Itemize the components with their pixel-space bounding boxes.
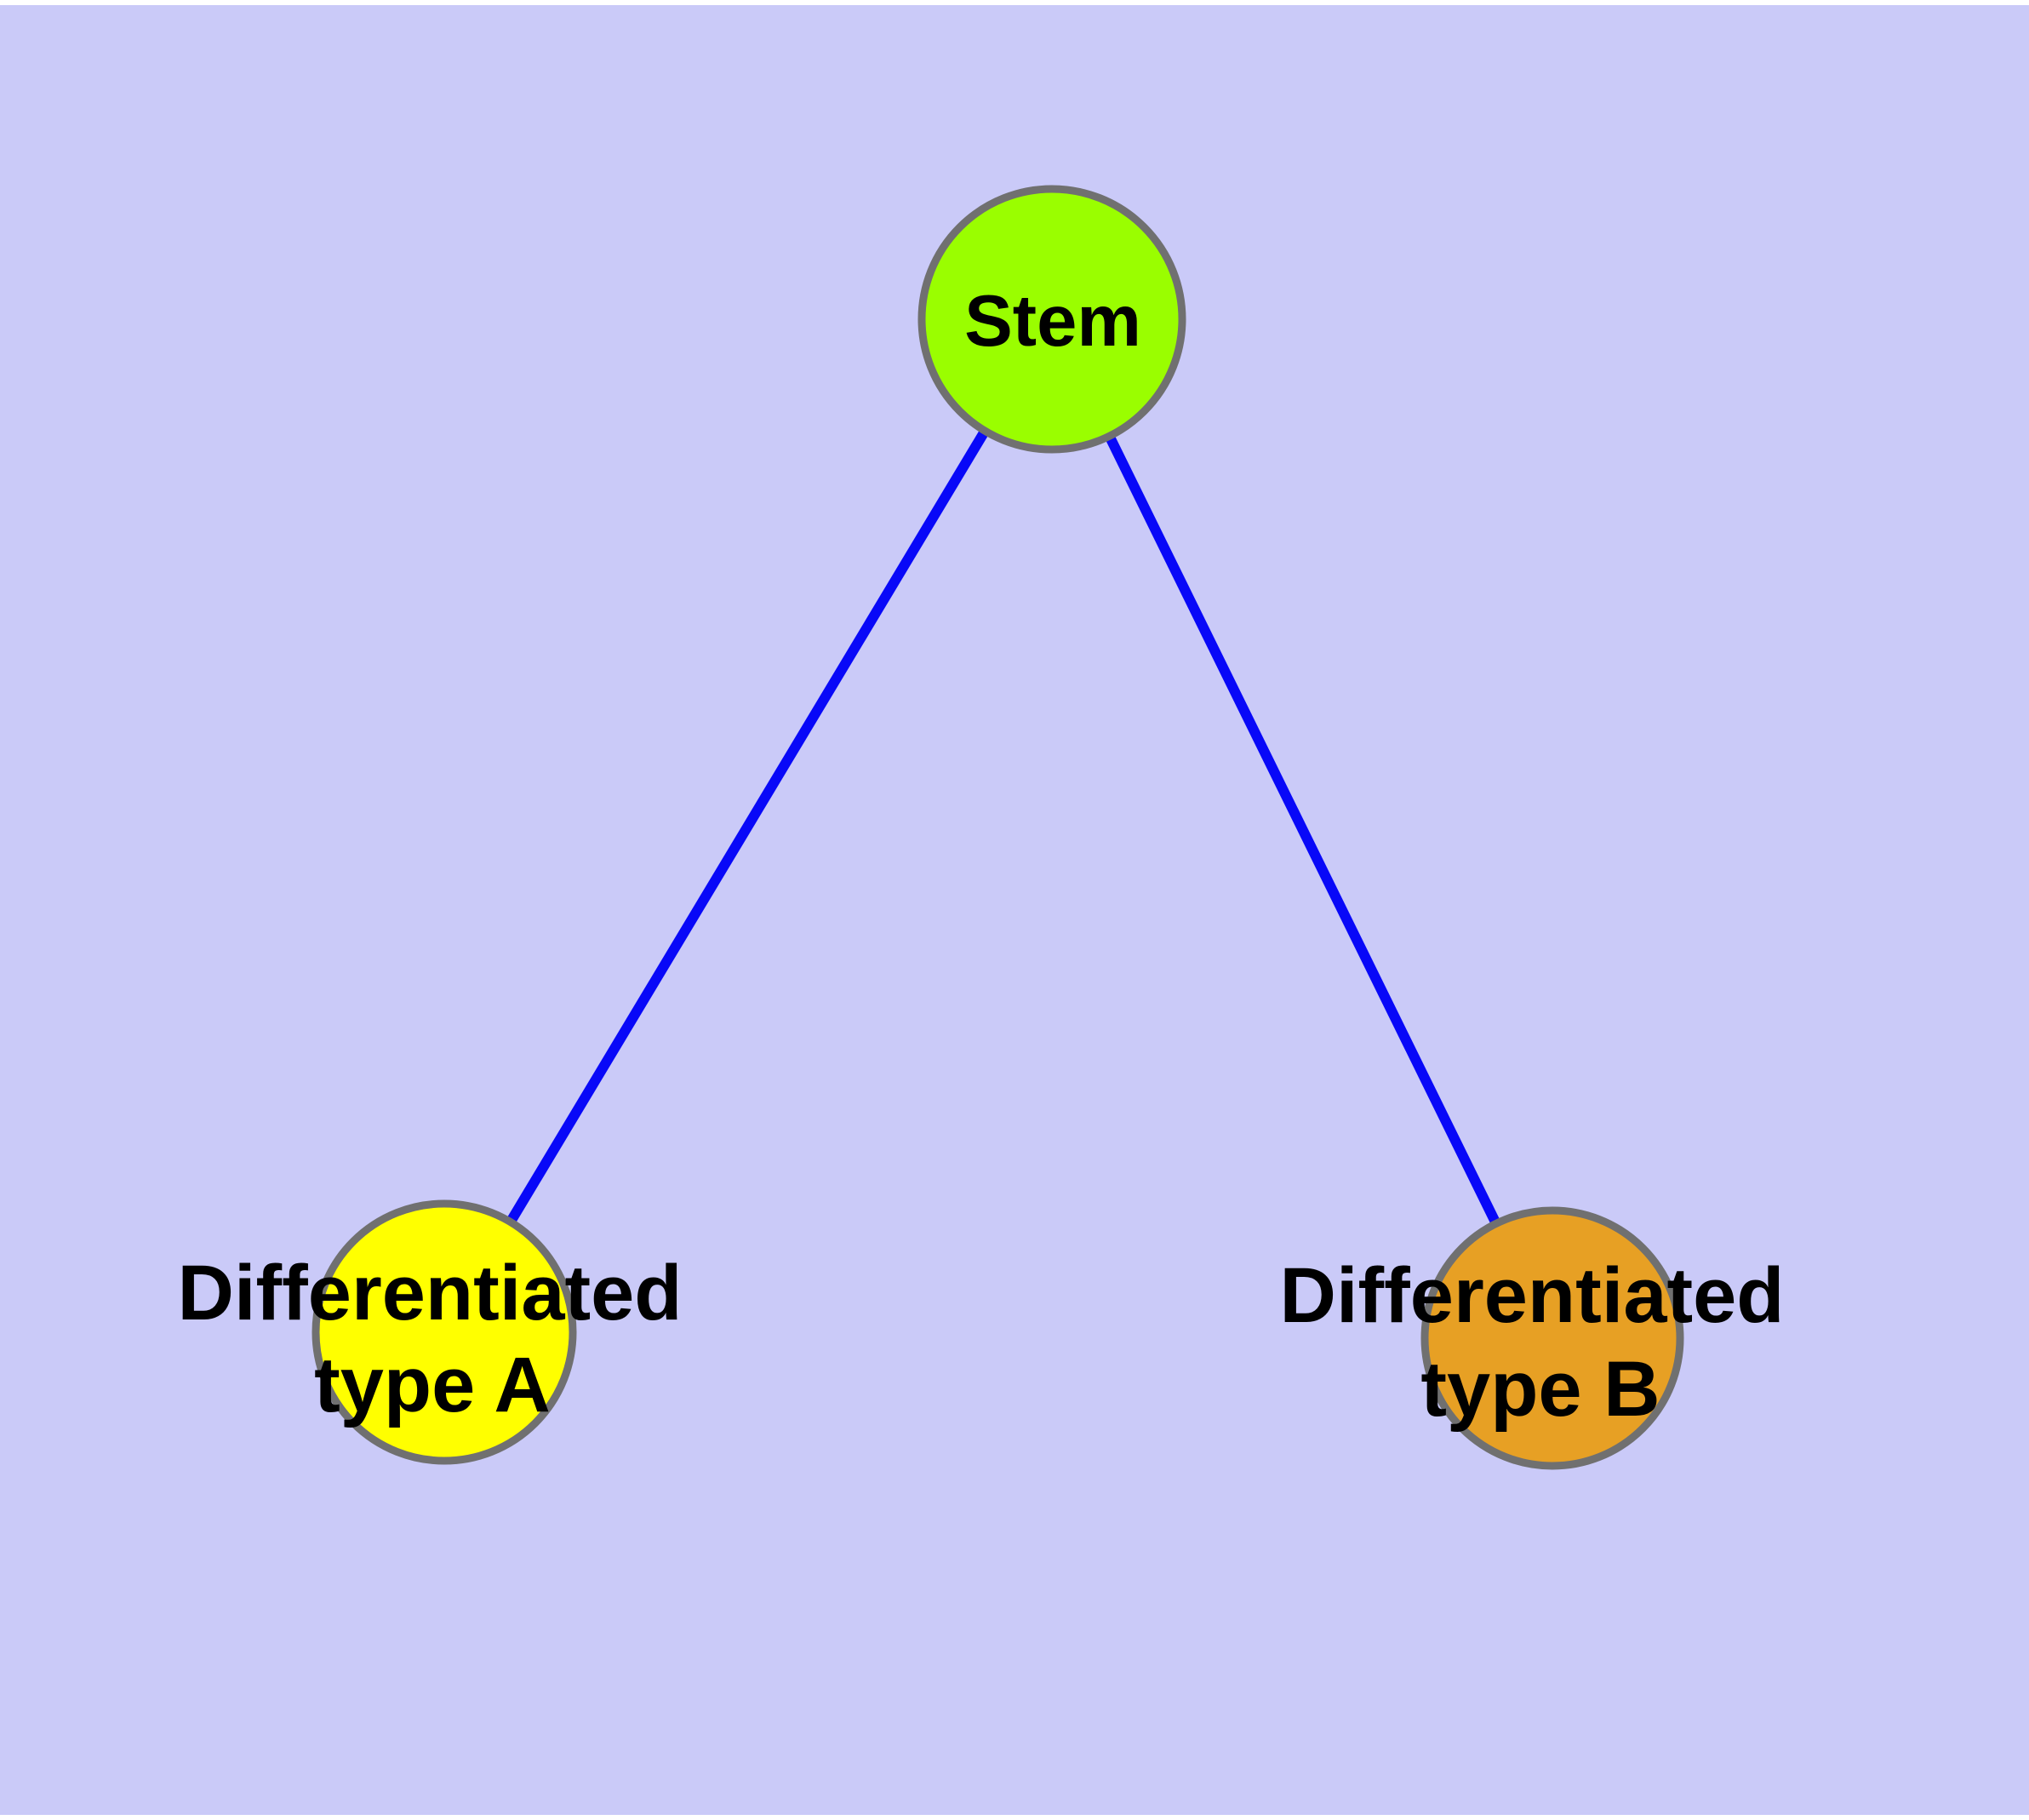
node-type-b-label-line1: Differentiated: [1280, 1252, 1785, 1339]
node-stem-label: Stem: [964, 281, 1141, 362]
node-stem-circle: [917, 185, 1186, 454]
edge-stem-to-type-a: [439, 316, 1057, 1336]
node-type-b-circle: [1420, 1206, 1684, 1470]
node-type-b-label-line2: type B: [1420, 1346, 1660, 1433]
edge-stem-to-type-b: [1047, 317, 1557, 1341]
node-type-a-circle: [311, 1199, 577, 1465]
node-type-a-label-line1: Differentiated: [178, 1250, 683, 1336]
node-type-a-label-line2: type A: [314, 1342, 551, 1428]
